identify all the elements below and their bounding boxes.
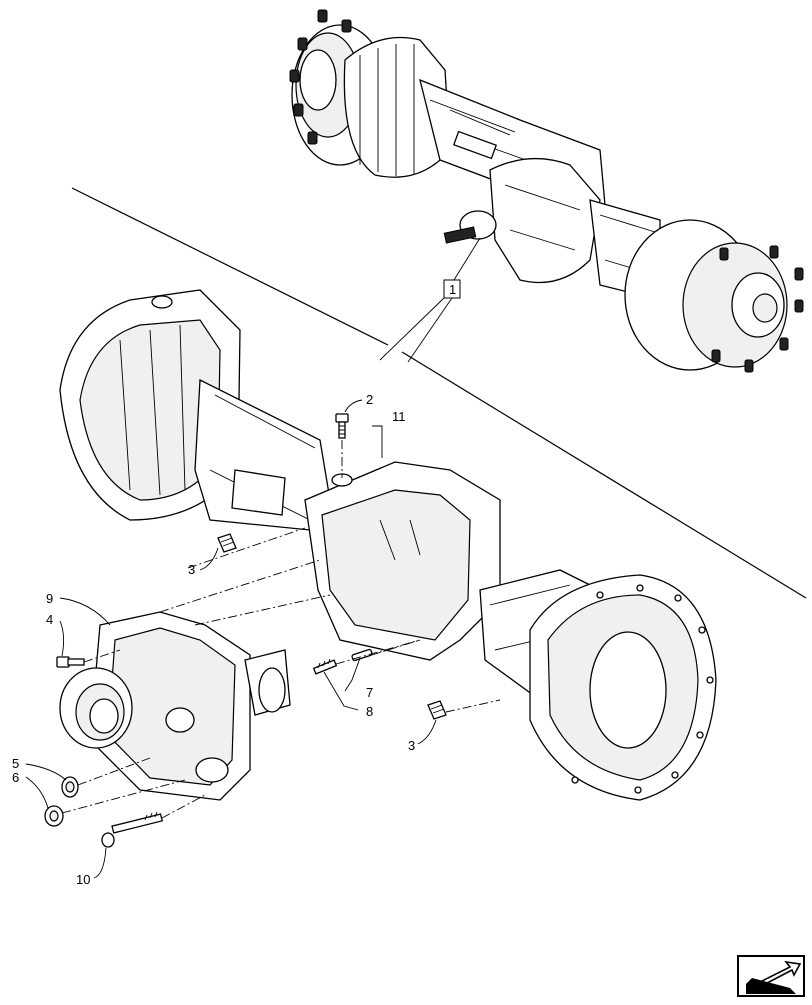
part-10-long-bolt <box>101 811 164 848</box>
part-3-plug-lower <box>427 700 447 720</box>
part-2-bolt <box>335 413 349 439</box>
part-6-plug <box>44 805 64 827</box>
callout-leaders <box>25 399 437 879</box>
callout-label: 6 <box>12 770 19 785</box>
assembled-axle-illustration <box>289 9 804 373</box>
callout-label: 11 <box>392 409 406 424</box>
callout-label: 7 <box>366 685 373 700</box>
part-3-plug-upper <box>217 533 237 553</box>
callout-label: 9 <box>46 591 53 606</box>
assembly-centerlines <box>61 440 501 819</box>
callout-label: 2 <box>366 392 373 407</box>
callout-label: 5 <box>12 756 19 771</box>
callout-label: 3 <box>408 738 415 753</box>
part-4-bolt <box>56 656 85 668</box>
part-8-stud <box>312 658 338 675</box>
next-page-arrow-icon[interactable] <box>737 955 805 997</box>
part-7-pin <box>351 648 373 662</box>
part-5-plug <box>61 776 79 798</box>
callout-label: 4 <box>46 612 53 627</box>
callout-label: 3 <box>188 562 195 577</box>
reference-callout-1: 1 <box>379 237 481 363</box>
callout-label: 10 <box>76 872 90 887</box>
differential-carrier-illustration <box>59 611 291 801</box>
separator-line <box>71 187 807 599</box>
callout-label: 8 <box>366 704 373 719</box>
axle-housing-illustration <box>59 289 717 801</box>
reference-callout-label: 1 <box>449 282 456 297</box>
